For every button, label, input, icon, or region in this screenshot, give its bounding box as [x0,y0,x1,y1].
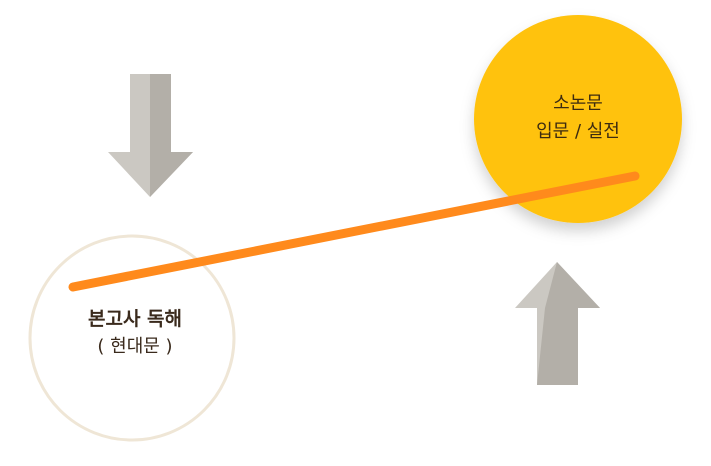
right-node-label: 소논문 입문 / 실전 [478,90,678,146]
left-node-subtitle: ( 현대문 ) [97,336,173,357]
down-arrow-icon [108,74,193,197]
right-node-line2: 입문 / 실전 [536,121,620,142]
left-node-label: 본고사 독해 ( 현대문 ) [30,305,240,361]
up-arrow-icon [515,262,600,385]
left-node-title: 본고사 독해 [87,308,182,330]
connector-line [68,171,640,292]
right-node-circle [474,15,682,223]
right-node-line1: 소논문 [553,93,603,114]
